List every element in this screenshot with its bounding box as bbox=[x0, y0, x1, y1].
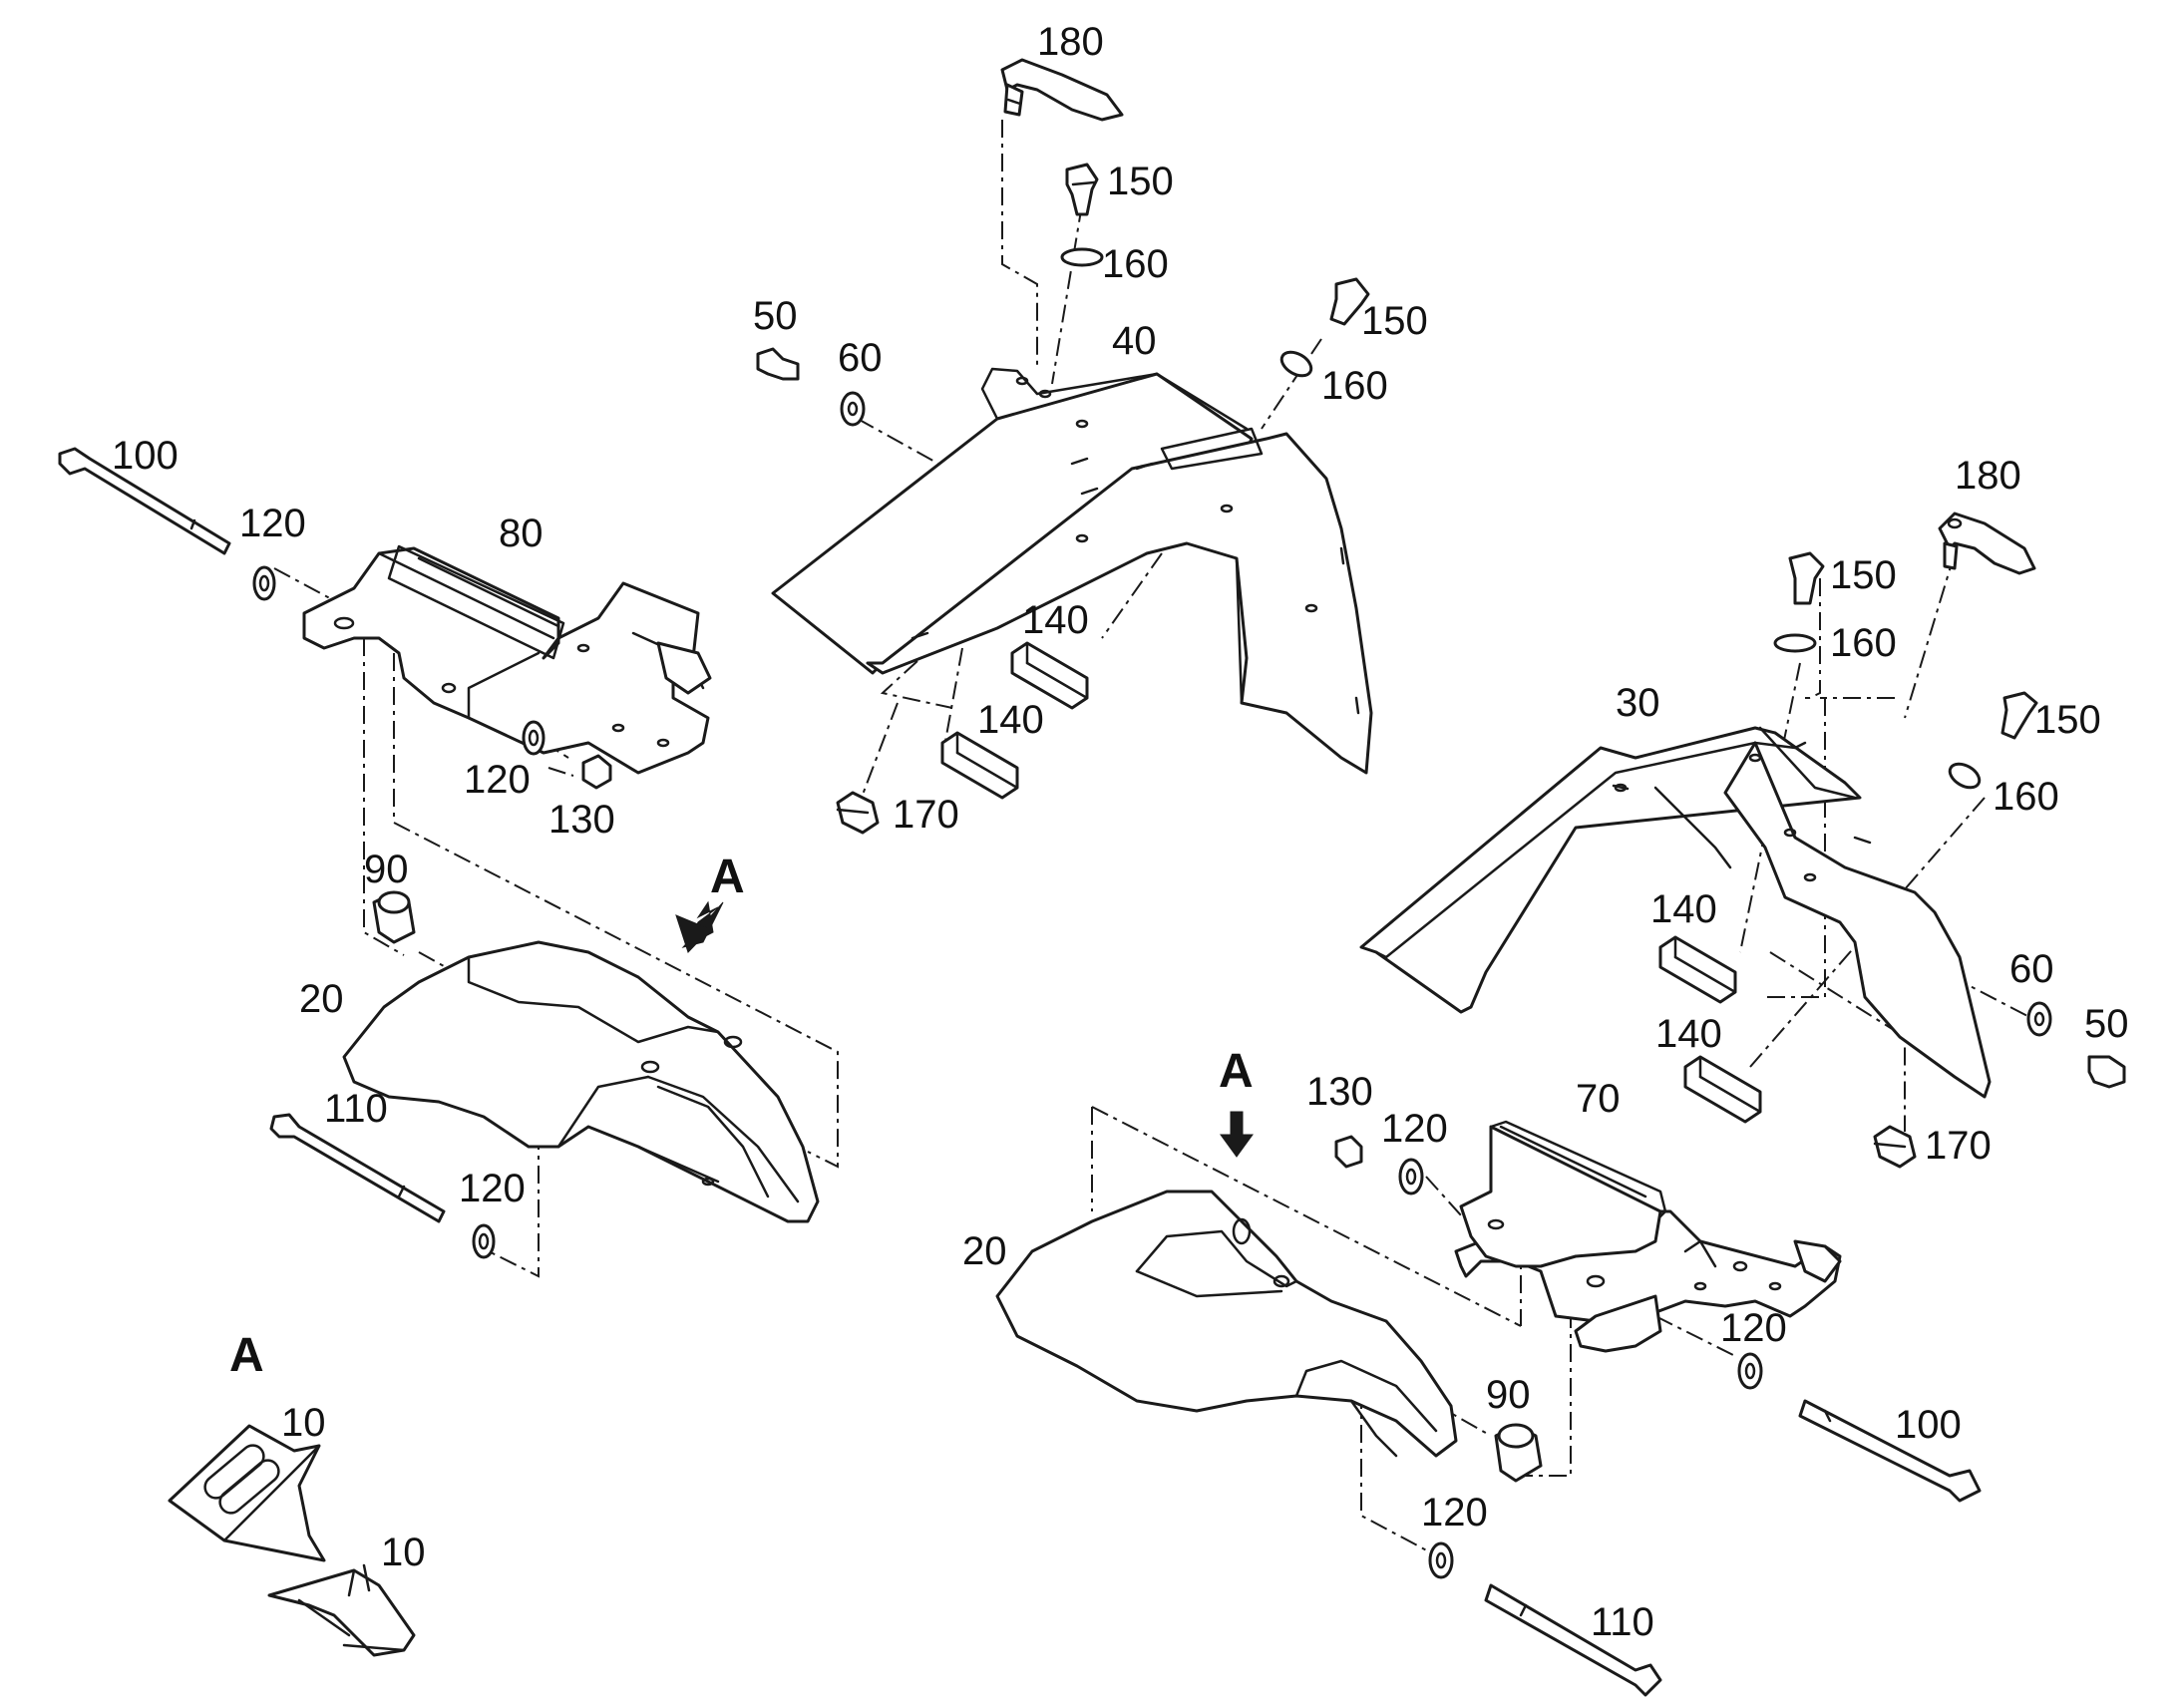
part-90-bushing-left bbox=[372, 890, 416, 944]
part-140-block-b bbox=[940, 731, 1019, 800]
part-80-left-mounting-bracket bbox=[302, 544, 712, 775]
callout-120-e: 120 bbox=[1720, 1306, 1787, 1350]
callout-140-a: 140 bbox=[1022, 598, 1089, 642]
callout-140-b: 140 bbox=[977, 698, 1044, 742]
callout-130-right: 130 bbox=[1306, 1070, 1373, 1114]
part-100-bolt-left bbox=[58, 447, 231, 555]
callout-140-d: 140 bbox=[1655, 1012, 1722, 1056]
callout-50-right: 50 bbox=[2084, 1002, 2129, 1046]
part-160-washer-a bbox=[1060, 247, 1104, 267]
view-a-label-detail: A bbox=[229, 1329, 264, 1382]
callout-110-right: 110 bbox=[1591, 1600, 1654, 1644]
part-120-washer-a-hole bbox=[258, 574, 270, 592]
view-a-label-left: A bbox=[710, 851, 745, 903]
part-60-washer-top-hole bbox=[847, 401, 859, 417]
part-20-right-mudguard bbox=[995, 1190, 1458, 1458]
callout-labels: A A A 180 150 160 150 160 50 60 40 140 1… bbox=[112, 20, 2129, 1644]
callout-150-c: 150 bbox=[1830, 553, 1897, 597]
part-160-washer-b bbox=[1279, 350, 1313, 378]
part-150-bolt-a bbox=[1065, 163, 1099, 216]
callout-160-d: 160 bbox=[1993, 775, 2059, 819]
part-180-handle-right bbox=[1938, 512, 2036, 575]
callout-70: 70 bbox=[1576, 1077, 1621, 1121]
part-120-washer-d-hole bbox=[1405, 1168, 1417, 1186]
callout-120-b: 120 bbox=[464, 758, 531, 802]
part-120-washer-b-hole bbox=[528, 729, 540, 747]
callout-120-d: 120 bbox=[1381, 1107, 1448, 1151]
part-50-bolt-right bbox=[2087, 1055, 2126, 1089]
view-a-label-right: A bbox=[1219, 1045, 1254, 1098]
part-120-washer-f-hole bbox=[1435, 1551, 1447, 1569]
part-100-bolt-right bbox=[1798, 1399, 1982, 1503]
callout-100-right: 100 bbox=[1895, 1403, 1962, 1447]
part-150-bolt-c bbox=[1788, 551, 1825, 605]
callout-150-d: 150 bbox=[2034, 698, 2101, 742]
part-90-bushing-right bbox=[1494, 1423, 1543, 1483]
part-180-handle-top bbox=[1000, 58, 1124, 122]
part-160-washer-c bbox=[1773, 633, 1817, 653]
part-60-washer-top bbox=[840, 391, 866, 427]
view-a-arrow-right bbox=[1220, 1111, 1254, 1158]
part-140-block-a bbox=[1010, 641, 1089, 710]
part-60-washer-right bbox=[2026, 1001, 2052, 1037]
part-170-clip-top bbox=[836, 791, 880, 835]
part-110-bolt-left bbox=[269, 1113, 446, 1223]
part-120-washer-e bbox=[1737, 1352, 1763, 1390]
callout-170-top: 170 bbox=[893, 793, 959, 837]
callout-170-right: 170 bbox=[1925, 1124, 1992, 1168]
callout-140-c: 140 bbox=[1650, 887, 1717, 931]
callout-20-left: 20 bbox=[299, 977, 344, 1021]
part-170-clip-right bbox=[1873, 1125, 1917, 1169]
callout-180-right: 180 bbox=[1955, 454, 2021, 498]
callout-50-top: 50 bbox=[753, 294, 798, 338]
part-70-right-mounting-bracket bbox=[1454, 1120, 1842, 1353]
part-120-washer-c-hole bbox=[478, 1232, 490, 1250]
part-140-block-d bbox=[1683, 1055, 1762, 1124]
callout-30: 30 bbox=[1616, 681, 1660, 725]
part-30-upper-mudguard-bracket bbox=[1359, 726, 1992, 1099]
callout-120-a: 120 bbox=[239, 502, 306, 545]
callout-150-b: 150 bbox=[1361, 299, 1428, 343]
part-120-washer-c bbox=[472, 1223, 496, 1259]
part-130-nut-left bbox=[581, 754, 612, 790]
part-150-bolt-d bbox=[2000, 691, 2038, 740]
part-20-left-mudguard bbox=[342, 940, 820, 1223]
part-130-nut-right bbox=[1334, 1135, 1363, 1169]
part-120-washer-f bbox=[1428, 1541, 1454, 1579]
callout-20-right: 20 bbox=[962, 1229, 1007, 1273]
part-120-washer-d bbox=[1398, 1158, 1424, 1196]
callout-180-top: 180 bbox=[1037, 20, 1104, 64]
part-120-washer-b bbox=[522, 720, 545, 756]
callout-160-a: 160 bbox=[1102, 242, 1169, 286]
callout-60-right: 60 bbox=[2009, 947, 2054, 991]
callout-110-left: 110 bbox=[324, 1087, 388, 1131]
callout-130-left: 130 bbox=[548, 798, 615, 842]
callout-120-f: 120 bbox=[1421, 1491, 1488, 1535]
callout-90-left: 90 bbox=[364, 848, 409, 891]
callout-40: 40 bbox=[1112, 319, 1157, 363]
callout-150-a: 150 bbox=[1107, 160, 1174, 203]
callout-90-right: 90 bbox=[1486, 1373, 1531, 1417]
part-120-washer-a bbox=[252, 565, 276, 601]
part-40-upper-mudguard-bracket bbox=[771, 367, 1373, 775]
part-120-washer-e-hole bbox=[1744, 1362, 1756, 1380]
callout-60-top: 60 bbox=[838, 336, 883, 380]
callout-80: 80 bbox=[499, 512, 544, 555]
callout-160-b: 160 bbox=[1321, 364, 1388, 408]
callout-10-a: 10 bbox=[281, 1401, 326, 1445]
callout-120-c: 120 bbox=[459, 1167, 526, 1210]
part-150-bolt-b bbox=[1329, 277, 1370, 326]
callout-100-left: 100 bbox=[112, 434, 179, 478]
part-50-bolt-top bbox=[756, 347, 800, 381]
part-160-washer-d bbox=[1948, 762, 1982, 790]
callout-160-c: 160 bbox=[1830, 621, 1897, 665]
view-a-arrow-left bbox=[675, 900, 724, 953]
part-140-block-c bbox=[1658, 935, 1737, 1004]
callout-10-b: 10 bbox=[381, 1531, 426, 1574]
detail-view-a bbox=[168, 1424, 416, 1657]
part-110-bolt-right bbox=[1484, 1583, 1662, 1697]
part-60-washer-right-hole bbox=[2033, 1011, 2045, 1027]
